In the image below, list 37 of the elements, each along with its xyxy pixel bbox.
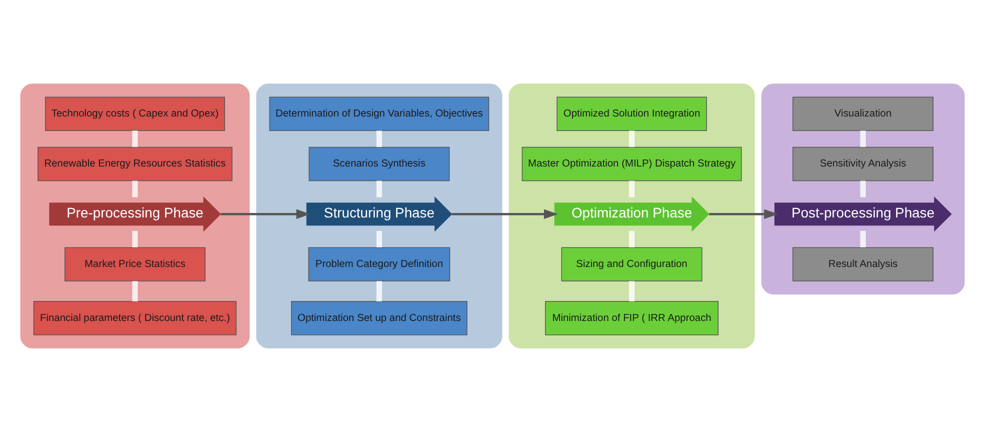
connector bbox=[376, 130, 382, 148]
connector bbox=[629, 180, 635, 198]
connector bbox=[860, 230, 866, 248]
node-box: Visualization bbox=[792, 96, 934, 131]
connector bbox=[376, 230, 382, 248]
connector bbox=[376, 180, 382, 198]
node-box: Result Analysis bbox=[792, 247, 934, 282]
connector bbox=[132, 180, 138, 198]
cluster bbox=[508, 84, 755, 348]
connector bbox=[132, 230, 138, 248]
node-box: Market Price Statistics bbox=[64, 247, 206, 282]
connector bbox=[860, 130, 866, 148]
connector bbox=[132, 281, 138, 302]
cluster bbox=[20, 84, 250, 348]
cluster bbox=[256, 84, 502, 348]
cluster bbox=[761, 84, 965, 294]
connector bbox=[132, 130, 138, 148]
node-box: Problem Category Definition bbox=[308, 247, 450, 282]
arrow bbox=[220, 209, 310, 220]
connector bbox=[629, 230, 635, 248]
node-box: Renewable Energy Resources Statistics bbox=[38, 146, 232, 182]
arrow bbox=[709, 209, 778, 220]
node-box: Scenarios Synthesis bbox=[308, 146, 450, 182]
connector bbox=[376, 281, 382, 302]
connector bbox=[629, 130, 635, 148]
node-box: Master Optimization (MILP) Dispatch Strategy bbox=[522, 146, 742, 182]
node-box: Financial parameters ( Discount rate, etc.) bbox=[33, 301, 237, 336]
node-box: Sensitivity Analysis bbox=[792, 146, 934, 182]
node-box: Optimized Solution Integration bbox=[556, 96, 707, 131]
node-box: Sizing and Configuration bbox=[561, 247, 702, 282]
node-box: Minimization of FIP ( IRR Approach bbox=[545, 301, 719, 336]
arrow bbox=[452, 209, 558, 220]
node-box: Determination of Design Variables, Objectives bbox=[269, 96, 490, 131]
connector bbox=[629, 281, 635, 302]
connector bbox=[860, 180, 866, 198]
node-box: Technology costs ( Capex and Opex) bbox=[45, 96, 225, 131]
node-box: Optimization Set up and Constraints bbox=[291, 301, 468, 336]
